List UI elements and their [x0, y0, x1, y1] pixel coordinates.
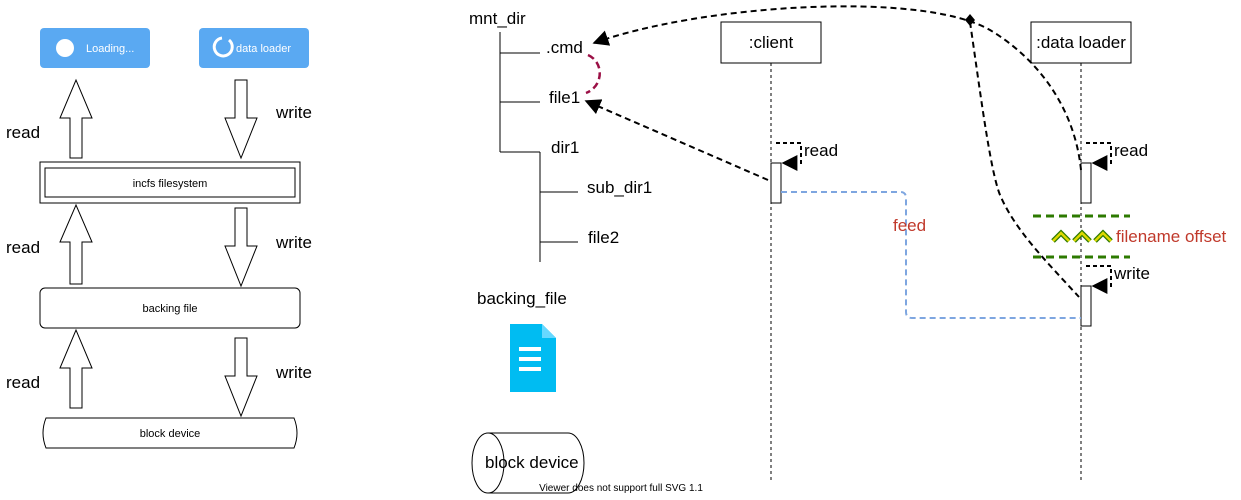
backing-file-box — [39, 287, 301, 329]
block-device-box — [42, 417, 298, 449]
filename-offset-label: filename offset — [1116, 227, 1227, 246]
cmd-file-link — [585, 53, 601, 95]
data-loader-button[interactable] — [199, 28, 309, 68]
write-label: write — [275, 363, 312, 382]
write-arrow-down — [224, 337, 258, 418]
data-loader-read-arrow — [1086, 142, 1112, 171]
backing-file-title: backing_file — [477, 289, 567, 308]
tree-item-dir1: dir1 — [551, 138, 579, 157]
cmd-to-write-link — [969, 21, 1080, 298]
incfs-filesystem-label: incfs filesystem — [133, 178, 208, 190]
incfs-filesystem-inner — [44, 167, 296, 198]
block-device-cylinder-label: block device — [485, 453, 579, 472]
read-arrow-up — [59, 78, 93, 159]
chevron-up-icons — [1051, 229, 1113, 243]
loading-button[interactable] — [40, 28, 150, 68]
read-label: read — [6, 373, 40, 392]
refresh-spinner-icon — [212, 36, 234, 58]
block-device-label: block device — [140, 428, 201, 440]
data-loader-write-label: write — [1113, 264, 1150, 283]
client-read-arrow — [776, 142, 802, 171]
client-activation — [770, 162, 782, 204]
data-loader-activation-read — [1080, 162, 1092, 204]
read-label: read — [6, 123, 40, 142]
block-device-cylinder — [471, 432, 585, 494]
file-icon — [510, 324, 556, 392]
data-loader-to-cmd-arrow — [592, 5, 1082, 171]
junction-diamond — [965, 14, 975, 26]
write-arrow-down — [224, 207, 258, 288]
backing-file-label: backing file — [142, 303, 197, 315]
data-loader-participant-label: :data loader — [1036, 33, 1126, 52]
data-loader-activation-write — [1080, 285, 1092, 327]
tree-root: mnt_dir — [469, 9, 526, 28]
data-loader-participant — [1030, 21, 1132, 64]
client-to-file1-arrow — [584, 99, 769, 181]
tree-item-file2: file2 — [588, 228, 619, 247]
data-loader-button-label: data loader — [236, 43, 291, 55]
feed-label: feed — [893, 216, 926, 235]
svg-support-warning: Viewer does not support full SVG 1.1 — [539, 483, 703, 494]
client-read-label: read — [804, 141, 838, 160]
loading-button-label: Loading... — [86, 43, 134, 55]
client-participant — [720, 21, 822, 64]
read-arrow-up — [59, 203, 93, 285]
data-loader-read-label: read — [1114, 141, 1148, 160]
read-label: read — [6, 238, 40, 257]
feed-connector — [781, 191, 1081, 319]
write-label: write — [275, 233, 312, 252]
write-label: write — [275, 103, 312, 122]
data-loader-write-arrow — [1086, 265, 1112, 294]
client-participant-label: :client — [749, 33, 794, 52]
tree-item-file1: file1 — [549, 88, 580, 107]
read-arrow-up — [59, 328, 93, 409]
tree-item-sub-dir1: sub_dir1 — [587, 178, 652, 197]
write-arrow-down — [224, 79, 258, 160]
loading-spinner-icon — [56, 39, 74, 57]
tree-item-cmd: .cmd — [546, 38, 583, 57]
